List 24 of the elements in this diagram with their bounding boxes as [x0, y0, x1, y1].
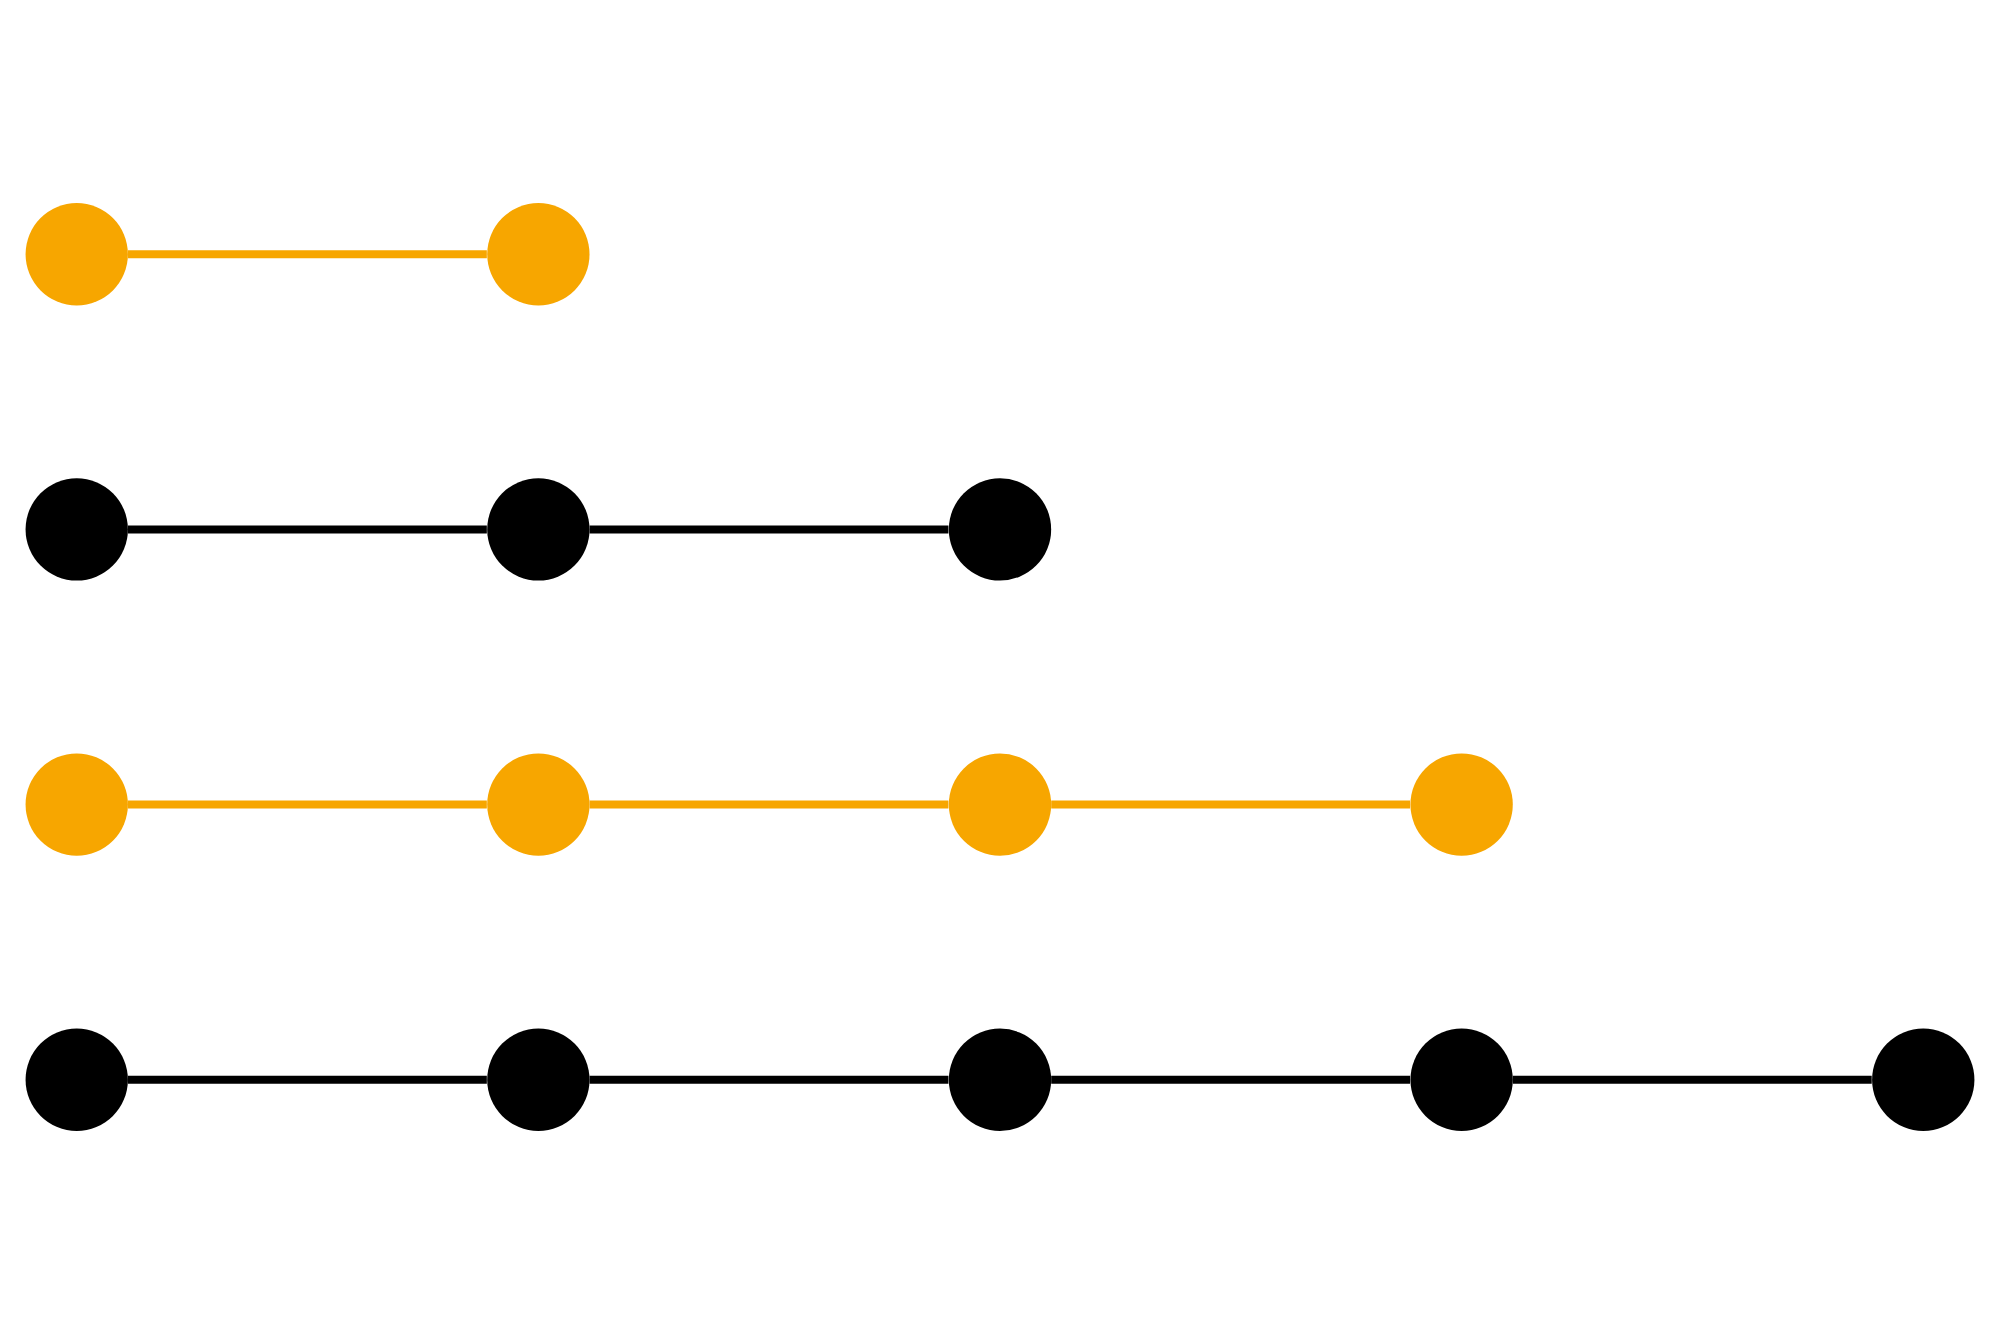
node-circle — [1410, 753, 1513, 856]
node-circle — [948, 753, 1052, 856]
connector — [589, 525, 949, 534]
node-circle — [25, 203, 128, 306]
node-circle — [948, 478, 1052, 581]
connector — [1051, 1075, 1411, 1084]
connector — [127, 525, 487, 534]
connector — [127, 800, 487, 809]
node-circle — [25, 753, 128, 856]
connector — [1051, 800, 1411, 809]
node-circle — [948, 1028, 1052, 1131]
node-circle — [487, 1028, 590, 1131]
connector — [127, 1075, 487, 1084]
node-circle — [1410, 1028, 1513, 1131]
node-circle — [487, 203, 590, 306]
node-circle — [25, 478, 128, 581]
connector — [589, 800, 949, 809]
node-circle — [487, 753, 590, 856]
node-circle — [1872, 1028, 1975, 1131]
connector — [589, 1075, 949, 1084]
node-circle — [25, 1028, 128, 1131]
connector — [1512, 1075, 1872, 1084]
connector — [127, 250, 487, 259]
node-circle — [487, 478, 590, 581]
